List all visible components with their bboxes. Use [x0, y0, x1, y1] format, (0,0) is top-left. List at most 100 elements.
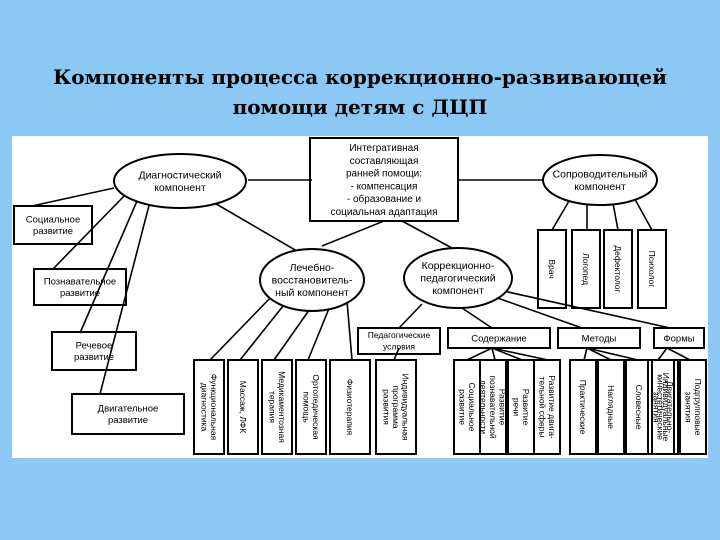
connector-line — [466, 347, 493, 361]
medical-component-line: восстановитель- — [272, 275, 353, 287]
connector-line — [398, 303, 423, 329]
specialist-4: Психолог — [647, 251, 657, 288]
medical-item-4: Ортопедическаяпомощь — [301, 374, 321, 440]
condition-item-1-line: программа — [391, 385, 401, 428]
connector-line — [586, 347, 639, 361]
connector-line — [209, 293, 275, 361]
medical-item-4-line: помощь — [301, 391, 311, 423]
method-item-2: Наглядные — [606, 385, 616, 429]
content-item-4: Развитие двига-тельной сферы — [537, 375, 557, 439]
support-component-line: Сопроводительный — [553, 168, 648, 180]
method-item-4-line: кинестетические — [655, 374, 665, 440]
method-item-2-box — [597, 359, 625, 455]
content-item-2-line: познавательной — [488, 375, 498, 439]
medical-component-shape — [259, 248, 365, 312]
content-item-1-line: Социальное — [467, 383, 477, 432]
header-1-box — [357, 327, 441, 355]
medical-item-1-line: Функциональная — [209, 374, 219, 441]
content-item-2: Развитиепознавательнойдеятельности — [479, 375, 508, 439]
form-item-2-line: занятия — [683, 391, 693, 423]
condition-item-1-box — [375, 359, 417, 455]
correctional-component-line: компонент — [432, 285, 484, 297]
method-item-4-line: Двигательно- — [665, 381, 675, 434]
specialist-1-box — [537, 229, 567, 309]
medical-item-5-line: Физиотерапия — [345, 379, 355, 436]
diagnostic-component-shape — [113, 153, 247, 209]
header-2: Содержание — [471, 333, 527, 344]
connector-line — [321, 220, 385, 247]
header-3-line: Методы — [582, 333, 617, 344]
connector-line — [586, 347, 612, 361]
content-item-2-line: деятельности — [479, 380, 489, 434]
form-item-2: Подгрупповыезанятия — [683, 379, 703, 436]
content-item-3: Развитиеречи — [511, 389, 531, 426]
connector-line — [491, 347, 496, 361]
specialist-4-box — [637, 229, 667, 309]
medical-item-1-line: диагностика — [199, 383, 209, 432]
header-1-line: условия — [383, 342, 415, 352]
integrative-component-box — [309, 137, 459, 222]
integrative-component-line: - образование и — [347, 193, 421, 205]
development-box-3-box — [51, 331, 137, 371]
integrative-component-line: - компенсация — [351, 181, 418, 192]
connector-line — [491, 347, 523, 361]
medical-item-2: Массаж, ЛФК — [238, 381, 248, 433]
content-item-1: Социальноеразвитие — [457, 383, 477, 432]
medical-item-4-box — [295, 359, 327, 455]
connector-line — [79, 193, 141, 334]
connector-line — [239, 300, 288, 361]
connector-line — [491, 347, 549, 361]
header-4-line: Формы — [663, 333, 694, 344]
condition-item-1: Индивидуальнаяпрограммаразвития — [382, 373, 411, 440]
medical-component-line: ный компонент — [275, 287, 349, 299]
medical-item-4-line: Ортопедическая — [311, 374, 321, 440]
integrative-component-line: составляющая — [350, 156, 419, 167]
medical-item-1-box — [193, 359, 225, 455]
connector-line — [666, 347, 691, 361]
diagnostic-component-line: компонент — [154, 182, 206, 194]
method-item-1: Практические — [578, 380, 588, 435]
development-box-3-line: развитие — [74, 352, 114, 363]
content-item-2-line: Развитие — [498, 389, 508, 426]
development-box-1-line: Социальное — [26, 215, 80, 226]
connector-line — [491, 295, 583, 329]
development-box-3-line: Речевое — [76, 341, 113, 352]
header-1: Педагогические условия — [368, 330, 431, 352]
medical-item-3-line: Медикаментозная — [277, 371, 287, 443]
content-item-4-box — [533, 359, 561, 455]
medical-item-2-line: Массаж, ЛФК — [238, 381, 248, 433]
form-item-2-line: Подгрупповые — [693, 379, 703, 436]
form-item-1-line: Индивидуальные — [661, 373, 671, 442]
medical-component: Лечебно-восстановитель-ный компонент — [272, 262, 353, 299]
development-box-4-box — [71, 393, 185, 435]
development-box-2-line: развитие — [60, 288, 100, 299]
development-box-4-line: Двигательное — [98, 404, 159, 415]
content-item-3-line: Развитие — [521, 389, 531, 426]
connector-line — [401, 220, 453, 249]
header-3: Методы — [582, 333, 617, 344]
content-item-1-line: развитие — [457, 389, 467, 425]
header-1-line: Педагогические — [368, 330, 431, 340]
method-item-2-line: Наглядные — [606, 385, 616, 429]
medical-item-1: Функциональнаядиагностика — [199, 374, 219, 441]
medical-component-line: Лечебно- — [290, 262, 335, 274]
condition-item-1-line: Индивидуальная — [401, 373, 411, 440]
development-box-1-line: развитие — [33, 226, 73, 237]
specialist-4-line: Психолог — [647, 251, 657, 288]
medical-item-5-box — [329, 359, 371, 455]
development-box-2-box — [33, 268, 127, 306]
form-item-1: Индивидуальныезанятия — [651, 373, 671, 442]
form-item-1-box — [647, 359, 675, 455]
specialist-1-line: Врач — [547, 259, 557, 278]
slide-title: Компоненты процесса коррекционно-развива… — [53, 65, 667, 119]
medical-item-2-box — [227, 359, 259, 455]
header-4-box — [653, 327, 705, 349]
medical-item-3: Медикаментознаятерапия — [267, 371, 287, 443]
header-3-box — [557, 327, 641, 349]
